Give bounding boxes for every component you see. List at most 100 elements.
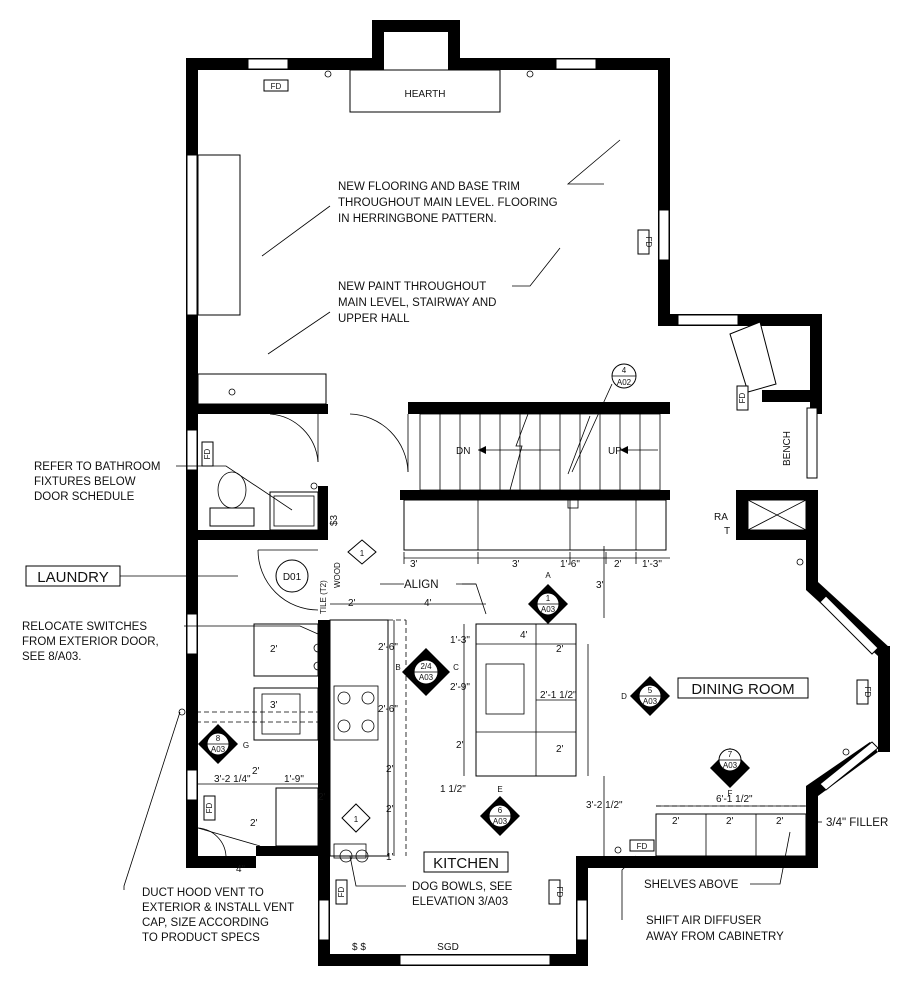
dim-text: 3' [512,559,520,570]
dim-text: 2' [556,744,564,755]
floor-diffusers: FD FD FD FD FD FD FD FD FD [201,79,872,905]
ra-label: RA [714,512,728,523]
note-align: ALIGN [404,579,439,591]
door-tag: D01 [283,572,302,583]
dim-text: 4' [520,630,528,641]
note-paint-line1: NEW PAINT THROUGHOUT [338,281,486,293]
powder-room: $3 [209,413,340,531]
note-air-line1: SHIFT AIR DIFFUSER [646,915,761,927]
dim-text: 1'-6" [560,559,580,570]
note-paint-line3: UPPER HALL [338,313,410,325]
dimension-lines [198,546,806,856]
kitchen-label: KITCHEN [433,855,499,872]
dim-text: 3'-2 1/4" [214,774,251,785]
north-cabinets [403,499,667,551]
dim-text: 1'-3" [450,635,470,646]
bottom-labels: SGD $ $ [352,942,459,953]
marker-7-sheet: A03 [723,761,738,770]
marker-1-letter: A [545,571,551,580]
laundry-door: D01 TILE (T2) WOOD 1 [257,539,377,614]
t-label: T [724,526,730,537]
note-switches-line3: SEE 8/A03. [22,651,81,663]
kitchen-range-counter: 1 [329,619,407,863]
tag-1-kitchen: 1 [354,815,359,824]
marker-24-right: C [453,663,459,672]
tag-1-top: 1 [360,549,365,558]
note-duct-line1: DUCT HOOD VENT TO [142,887,264,899]
marker-6-number: 6 [498,806,503,815]
dim-text: 1' [386,852,394,863]
dim-text: 2' [348,598,356,609]
note-duct-line3: CAP, SIZE ACCORDING [142,917,269,929]
marker-6-letter: E [497,785,502,794]
stairway: DN UP [349,413,661,491]
marker-5-sheet: A03 [643,697,658,706]
note-switches-line1: RELOCATE SWITCHES [22,621,147,633]
dim-text: 3' [410,559,418,570]
marker-4-number: 4 [622,366,627,375]
note-filler: 3/4" FILLER [826,817,888,829]
marker-7-a03: 7 A03 F [710,748,750,798]
dim-text: 2' [318,792,326,803]
dim-text: 2' [386,764,394,775]
dim-text: 2' [270,644,278,655]
interior-walls [186,402,670,870]
note-dog-bowls-line1: DOG BOWLS, SEE [412,881,513,893]
dim-text: 2' [456,740,464,751]
tile-label: TILE (T2) [319,580,328,614]
dim-text: 2' [252,766,260,777]
marker-7-letter: F [728,789,733,798]
marker-6-sheet: A03 [493,817,508,826]
windows [186,58,879,966]
dim-text: 6'-1 1/2" [716,794,753,805]
marker-8-sheet: A03 [211,745,226,754]
marker-24-number: 2/4 [420,662,432,671]
laundry-appliances [196,623,323,857]
dim-text: 2' [250,818,258,829]
marker-1-sheet: A03 [541,605,556,614]
fd-tag: FD [863,687,872,698]
sgd-label: SGD [437,942,459,953]
note-flooring-line1: NEW FLOORING AND BASE TRIM [338,181,520,193]
bench-label: BENCH [782,431,793,466]
note-shelves: SHELVES ABOVE [644,879,739,891]
dim-text: 4" [236,864,246,875]
switch-symbols: $ $ [352,942,366,953]
dim-text: 4' [424,598,432,609]
dim-text: 3' [596,580,604,591]
marker-7-number: 7 [728,750,733,759]
marker-5-letter: D [621,692,627,701]
marker-1-number: 1 [546,594,551,603]
note-switches-line2: FROM EXTERIOR DOOR, [22,636,159,648]
dimension-texts: 3' 3' 1'-6" 2' 1'-3" 3' 2' 4' 4' 1'-3" 2… [214,559,784,875]
dim-text: 2'-6" [378,704,398,715]
dining-builtin [655,805,807,857]
dim-text: 2' [614,559,622,570]
west-builtin [197,154,327,405]
switch-3-label: $3 [329,514,340,526]
laundry-label: LAUNDRY [37,569,108,586]
dim-text: 1 1/2" [440,784,466,795]
marker-8-a03: 8 A03 G [198,724,249,764]
dim-text: 1'-9" [284,774,304,785]
marker-24-left: B [395,663,400,672]
hearth: HEARTH [349,69,501,113]
dim-text: 2' [556,644,564,655]
marker-1-a03: 1 A03 A [528,571,568,624]
note-air-line2: AWAY FROM CABINETRY [646,931,784,943]
stair-up-label: UP [608,446,622,457]
fd-tag: FD [637,842,648,851]
note-duct-line4: TO PRODUCT SPECS [142,932,260,944]
marker-4-a02: 4 A02 [571,363,637,473]
note-flooring-line3: IN HERRINGBONE PATTERN. [338,213,497,225]
dim-text: 2' [726,816,734,827]
fd-tag: FD [205,802,214,813]
elevation-markers: 4 A02 1 A03 A 2/4 A03 B C 5 A03 D [198,363,750,836]
fd-tag: FD [738,392,747,403]
note-bathroom-line2: FIXTURES BELOW [34,476,136,488]
marker-5-number: 5 [648,686,653,695]
dim-text: 2' [776,816,784,827]
entry-closet: BENCH RA T [714,321,807,537]
note-paint-line2: MAIN LEVEL, STAIRWAY AND [338,297,497,309]
